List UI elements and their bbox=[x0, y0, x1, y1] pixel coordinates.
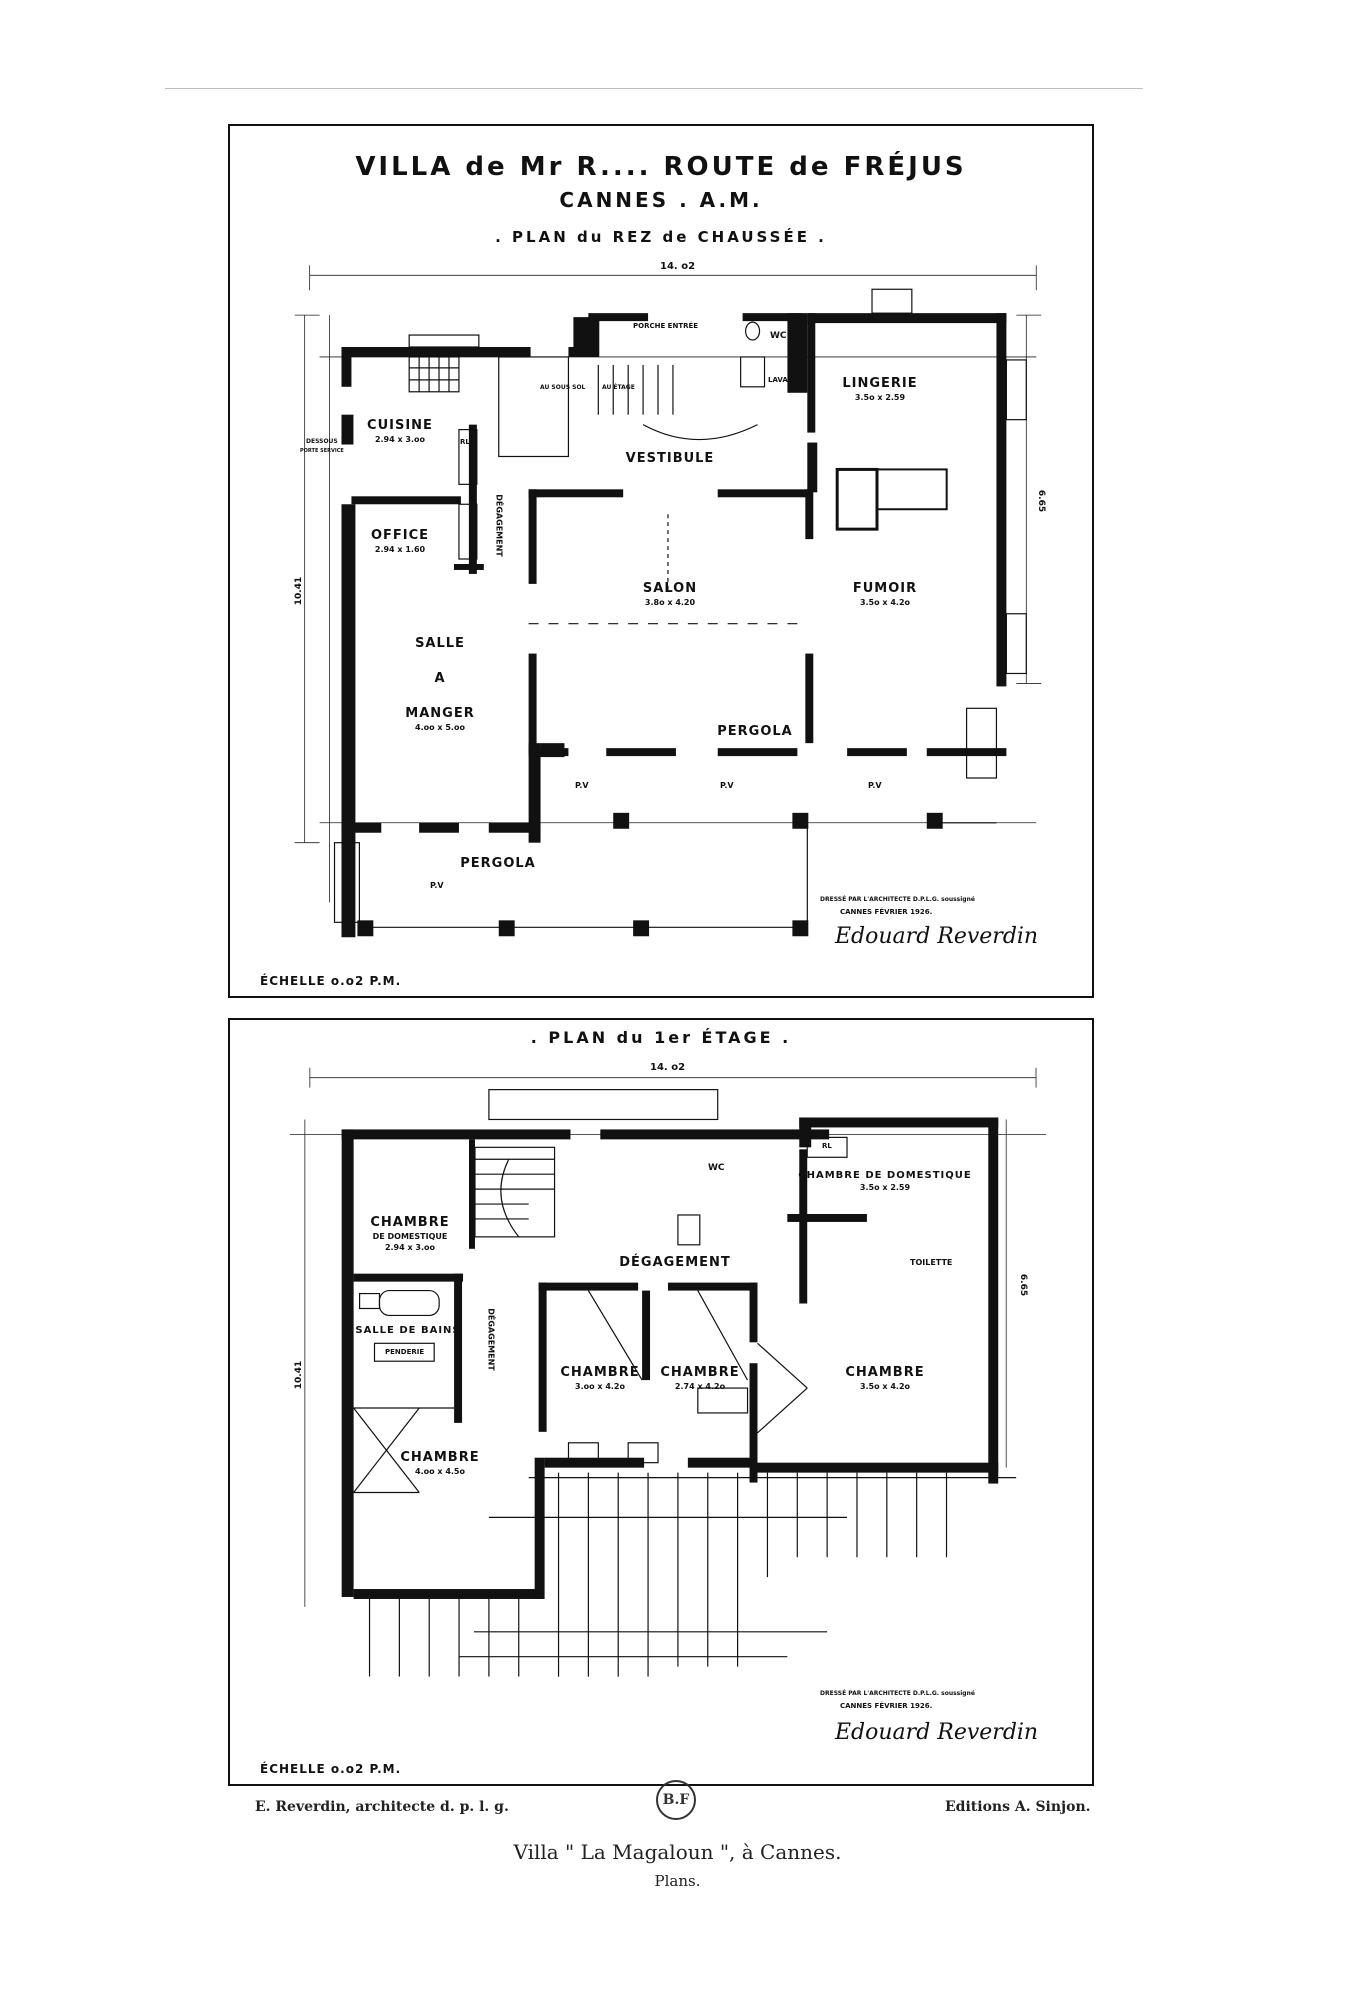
ground-floor-height-dimension-left: 10.41 bbox=[294, 576, 305, 606]
room-lingerie: LINGERIE 3.5o x 2.59 bbox=[842, 376, 918, 402]
ground-floor-credit: DRESSÉ PAR L'ARCHITECTE D.P.L.G. soussig… bbox=[820, 896, 975, 903]
ground-floor-date: CANNES FÉVRIER 1926. bbox=[840, 908, 933, 916]
room-office: OFFICE 2.94 x 1.60 bbox=[370, 528, 430, 554]
room-label-rl: RL bbox=[460, 438, 470, 446]
room-pergola-east: PERGOLA bbox=[717, 724, 793, 739]
room-label-porche: PORCHE ENTRÉE bbox=[633, 322, 699, 330]
first-floor-height-dimension-right: 6.65 bbox=[1018, 1273, 1029, 1297]
room-chambre-a: CHAMBRE 3.oo x 4.2o bbox=[560, 1365, 640, 1391]
room-label-degagement: DÉGAGEMENT bbox=[494, 494, 504, 557]
room-fumoir: FUMOIR 3.5o x 4.2o bbox=[852, 581, 918, 607]
room-vestibule: VESTIBULE bbox=[625, 451, 715, 466]
label-pv-3: P.V bbox=[868, 781, 882, 790]
ground-floor-scale: ÉCHELLE o.o2 P.M. bbox=[260, 974, 402, 988]
room-chambre-d: CHAMBRE 4.oo x 4.5o bbox=[400, 1450, 480, 1476]
room-salle: SALLE bbox=[415, 636, 465, 651]
room-label-wc: WC bbox=[770, 331, 787, 341]
publisher-credit: Editions A. Sinjon. bbox=[945, 1799, 1091, 1815]
first-floor-credit: DRESSÉ PAR L'ARCHITECTE D.P.L.G. soussig… bbox=[820, 1690, 975, 1697]
room-salle-de-bains: SALLE DE BAINS bbox=[355, 1325, 461, 1336]
room-chambre-c: CHAMBRE 3.5o x 4.2o bbox=[845, 1365, 925, 1391]
room-pergola-south: PERGOLA bbox=[460, 856, 536, 871]
first-floor-plan-title: . PLAN du 1er ÉTAGE . bbox=[530, 1028, 792, 1047]
room-label-degagement-vertical: DÉGAGEMENT bbox=[486, 1308, 496, 1371]
room-label-au-sous-sol: AU SOUS SOL bbox=[540, 384, 586, 391]
room-degagement-first: DÉGAGEMENT bbox=[619, 1255, 731, 1270]
room-chambre-domestique-2: CHAMBRE DE DOMESTIQUE 3.5o x 2.59 bbox=[798, 1170, 972, 1192]
figure-subcaption: Plans. bbox=[654, 1872, 701, 1890]
room-salon: SALON 3.8o x 4.20 bbox=[642, 581, 698, 607]
room-manger: MANGER 4.oo x 5.oo bbox=[405, 706, 475, 732]
first-floor-scale: ÉCHELLE o.o2 P.M. bbox=[260, 1762, 402, 1776]
figure-caption: Villa " La Magaloun ", à Cannes. bbox=[513, 1840, 842, 1864]
ground-floor-height-dimension-right: 6.65 bbox=[1036, 489, 1047, 513]
label-pv-1: P.V bbox=[575, 781, 589, 790]
room-label-lavabo: LAVABO bbox=[768, 376, 800, 384]
ground-floor-width-dimension: 14. o2 bbox=[660, 261, 696, 272]
page-top-rule bbox=[165, 88, 1143, 89]
room-label-wc-first: WC bbox=[708, 1163, 725, 1173]
first-floor-height-dimension-left: 10.41 bbox=[294, 1360, 305, 1390]
room-label-dessous: DESSOUS bbox=[306, 438, 338, 445]
ground-floor-title: VILLA de Mr R.... ROUTE de FRÉJUS bbox=[355, 152, 967, 182]
room-chambre-b: CHAMBRE 2.74 x 4.2o bbox=[660, 1365, 740, 1391]
first-floor-sheet: . PLAN du 1er ÉTAGE . 14. o2 10.41 6.65 … bbox=[228, 1018, 1094, 1786]
first-floor-plan-drawing bbox=[289, 1067, 1046, 1677]
room-label-au-etage: AU ÉTAGE bbox=[602, 384, 635, 391]
room-label-rl-first: RL bbox=[822, 1142, 832, 1150]
label-pv-2: P.V bbox=[720, 781, 734, 790]
publisher-stamp-label: B.F bbox=[662, 1792, 690, 1808]
room-cuisine: CUISINE 2.94 x 3.oo bbox=[367, 418, 433, 444]
ground-floor-location: CANNES . A.M. bbox=[559, 188, 763, 212]
first-floor-width-dimension: 14. o2 bbox=[650, 1062, 686, 1073]
ground-floor-signature: Edouard Reverdin bbox=[835, 924, 1039, 949]
publisher-stamp: B.F bbox=[656, 1780, 696, 1820]
first-floor-signature: Edouard Reverdin bbox=[835, 1720, 1039, 1745]
ground-floor-sheet: VILLA de Mr R.... ROUTE de FRÉJUS CANNES… bbox=[228, 124, 1094, 998]
room-label-penderie: PENDERIE bbox=[385, 1348, 425, 1356]
label-pv-4: P.V bbox=[430, 881, 444, 890]
room-label-porte-service: PORTE SERVICE bbox=[300, 448, 344, 454]
architect-credit: E. Reverdin, architecte d. p. l. g. bbox=[255, 1799, 509, 1815]
room-a: A bbox=[434, 671, 446, 686]
first-floor-date: CANNES FÉVRIER 1926. bbox=[840, 1702, 933, 1710]
ground-floor-plan-title: . PLAN du REZ de CHAUSSÉE . bbox=[495, 228, 827, 246]
ground-floor-plan-drawing bbox=[294, 265, 1042, 938]
room-label-toilette: TOILETTE bbox=[910, 1258, 953, 1267]
room-chambre-domestique-1: CHAMBRE DE DOMESTIQUE 2.94 x 3.oo bbox=[370, 1215, 450, 1252]
